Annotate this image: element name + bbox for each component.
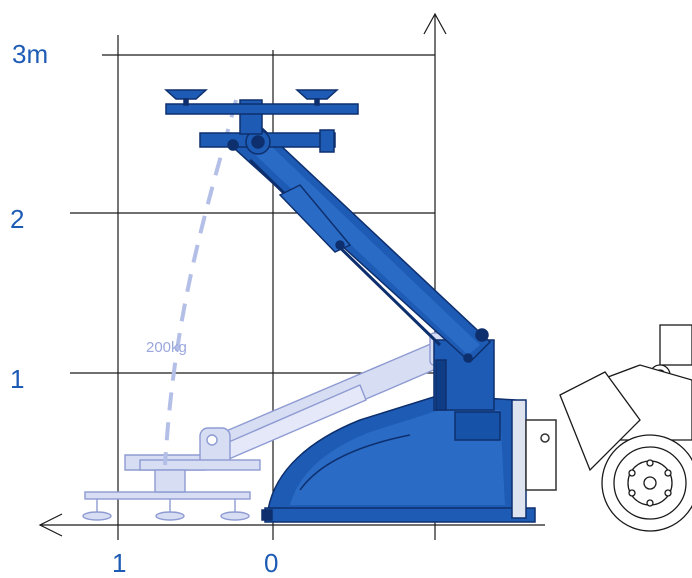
arrow-up-icon	[423, 12, 447, 35]
arrow-left-icon	[38, 513, 63, 537]
horizontal-axis	[38, 513, 545, 537]
load-label: 200kg	[146, 339, 187, 356]
swing-path	[163, 99, 238, 466]
axis-label-3m: 3m	[12, 39, 48, 69]
grid	[70, 35, 435, 540]
axis-label-2: 2	[10, 204, 24, 234]
axis-label-x1: 1	[112, 548, 126, 578]
tractor	[559, 324, 692, 532]
axis-label-1: 1	[10, 364, 24, 394]
main-machine	[164, 89, 557, 523]
axis-label-x0: 0	[264, 548, 278, 578]
